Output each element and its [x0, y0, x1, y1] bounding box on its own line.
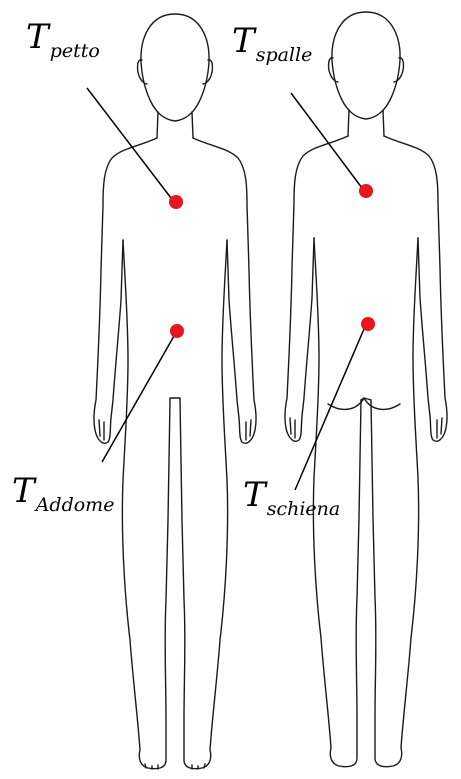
label-t-spalle-main: T — [232, 21, 255, 61]
leader-line-chest — [87, 88, 171, 198]
leader-line-back — [295, 329, 364, 490]
label-t-schiena: Tschiena — [243, 478, 340, 512]
marker-dot-back — [361, 317, 375, 331]
leader-line-shoulder — [291, 93, 362, 188]
front-body-figure — [94, 14, 256, 769]
back-body-figure — [285, 12, 447, 767]
label-t-addome: TAddome — [12, 474, 114, 508]
marker-dot-abdomen — [170, 324, 184, 338]
label-t-schiena-main: T — [243, 475, 266, 515]
label-t-addome-main: T — [12, 471, 35, 511]
label-t-addome-sub: Addome — [36, 494, 115, 516]
label-t-petto-sub: petto — [50, 40, 100, 62]
marker-dot-shoulder — [359, 184, 373, 198]
label-t-petto-main: T — [26, 17, 49, 57]
marker-dot-chest — [169, 195, 183, 209]
label-t-spalle: Tspalle — [232, 24, 312, 58]
label-t-spalle-sub: spalle — [256, 44, 313, 66]
label-t-schiena-sub: schiena — [267, 498, 341, 520]
label-t-petto: Tpetto — [26, 20, 100, 54]
